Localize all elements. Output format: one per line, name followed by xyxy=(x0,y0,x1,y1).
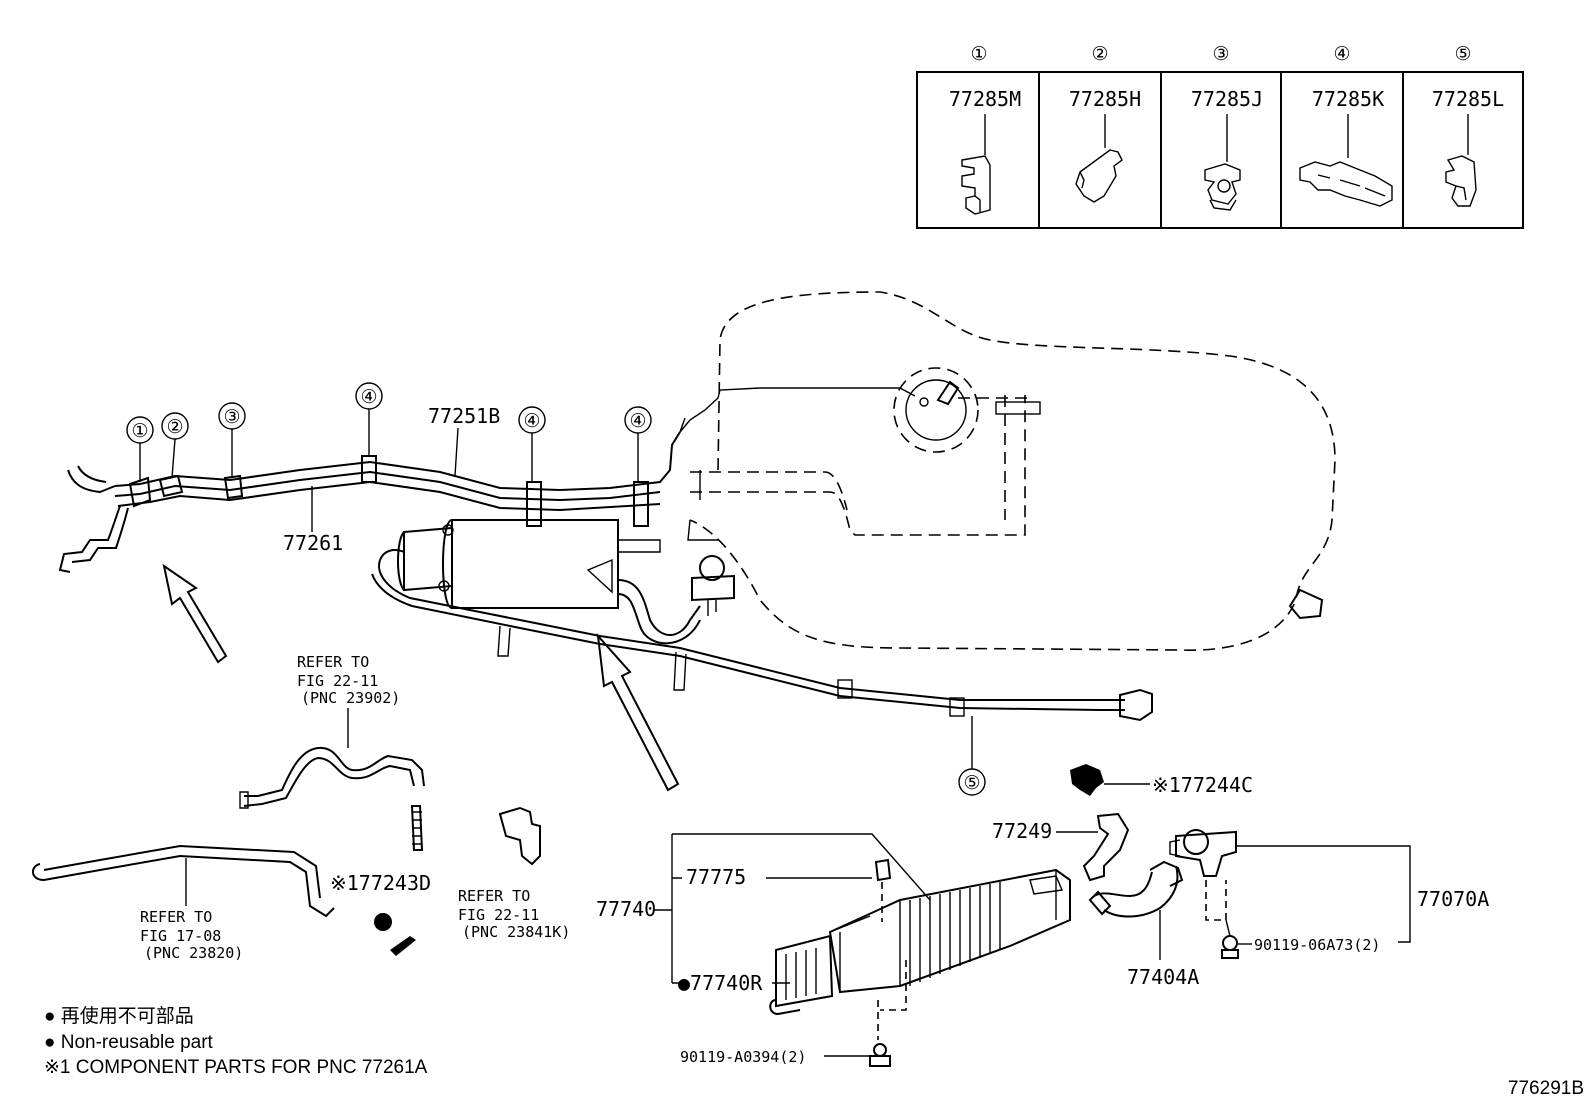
figure-id: 776291B xyxy=(1508,1078,1584,1099)
clip-col-4-circle: ④ xyxy=(1333,44,1350,65)
clip-col-5-part: 77285L xyxy=(1432,87,1504,111)
part-77070A-group: 77070A 90119-06A73(2) xyxy=(1169,829,1489,959)
clip-col-2-part: 77285H xyxy=(1069,87,1141,111)
callout-2: ② xyxy=(166,417,183,438)
ref2-line1: REFER TO xyxy=(458,887,530,905)
clip-col-1-part: 77285M xyxy=(949,87,1021,111)
ref3-line3: (PNC 23820) xyxy=(144,944,243,962)
part-77244C-group: ※177244C xyxy=(1070,764,1253,797)
ref2-line3: (PNC 23841K) xyxy=(462,923,570,941)
label-77740R: ●77740R xyxy=(678,971,763,995)
callout-4c: ④ xyxy=(629,411,646,432)
part-77404A-group: 77404A xyxy=(1088,860,1199,989)
label-90119-A0394: 90119-A0394(2) xyxy=(680,1048,806,1066)
clip-col-1-circle: ① xyxy=(970,44,987,65)
legend-line-1: ● 再使用不可部品 xyxy=(44,1005,194,1027)
callout-3: ③ xyxy=(223,407,240,428)
clip-col-2-circle: ② xyxy=(1091,44,1108,65)
ref1-line2: FIG 22-11 xyxy=(297,672,378,690)
label-77243D: ※177243D xyxy=(330,871,431,895)
label-77251B: 77251B xyxy=(428,404,500,428)
clip-table-border xyxy=(916,71,1524,229)
callout-4a: ④ xyxy=(360,387,377,408)
legend: ● 再使用不可部品 ● Non-reusable part ※1 COMPONE… xyxy=(44,1005,428,1078)
clip-col-5-circle: ⑤ xyxy=(1454,44,1471,65)
charcoal-canister-upper xyxy=(379,519,735,645)
label-90119-06A73: 90119-06A73(2) xyxy=(1254,936,1380,954)
clip-col-3-circle: ③ xyxy=(1212,44,1229,65)
refer-block-2: REFER TO FIG 22-11 (PNC 23841K) xyxy=(458,806,570,941)
clip-k-icon xyxy=(1299,161,1393,207)
pipe-callouts: ① ② ③ ④ ④ ④ ⑤ xyxy=(126,382,986,796)
clip-col-3-part: 77285J xyxy=(1191,87,1263,111)
label-77404A: 77404A xyxy=(1127,965,1199,989)
part-77249-group: 77249 xyxy=(992,812,1130,882)
label-77249: 77249 xyxy=(992,819,1052,843)
clip-table: ① ② ③ ④ ⑤ 77285M 77285H 77285J 77285K 77… xyxy=(916,44,1524,229)
callout-1: ① xyxy=(131,421,148,442)
ref1-line3: (PNC 23902) xyxy=(301,689,400,707)
ref1-line1: REFER TO xyxy=(297,653,369,671)
ref3-line1: REFER TO xyxy=(140,908,212,926)
clip-j-icon xyxy=(1204,163,1241,211)
refer-block-1: REFER TO FIG 22-11 (PNC 23902) xyxy=(239,653,425,809)
label-77070A: 77070A xyxy=(1417,887,1489,911)
pipe-clips xyxy=(128,455,649,527)
clip-m-icon xyxy=(961,155,991,215)
legend-line-2: ● Non-reusable part xyxy=(44,1032,214,1053)
fuel-tank-outline xyxy=(687,291,1336,652)
part-77243D-group: ※177243D xyxy=(330,805,431,956)
fuel-vapor-pipes xyxy=(58,387,1153,722)
direction-arrows xyxy=(162,563,680,792)
part-77740-group: 77775 77740 ●77740R 90119-A0394(2) xyxy=(596,833,1071,1067)
callout-5: ⑤ xyxy=(963,773,980,794)
ref3-line2: FIG 17-08 xyxy=(140,927,221,945)
ref2-line2: FIG 22-11 xyxy=(458,906,539,924)
callout-4b: ④ xyxy=(523,411,540,432)
clip-l-icon xyxy=(1445,155,1477,207)
legend-line-3: ※1 COMPONENT PARTS FOR PNC 77261A xyxy=(44,1057,428,1078)
refer-block-3: REFER TO FIG 17-08 (PNC 23820) xyxy=(32,844,335,962)
label-77740: 77740 xyxy=(596,897,656,921)
clip-col-4-part: 77285K xyxy=(1312,87,1384,111)
label-77775: 77775 xyxy=(686,865,746,889)
label-77261: 77261 xyxy=(283,531,343,555)
clip-h-icon xyxy=(1075,149,1123,203)
label-77244C: ※177244C xyxy=(1152,773,1253,797)
